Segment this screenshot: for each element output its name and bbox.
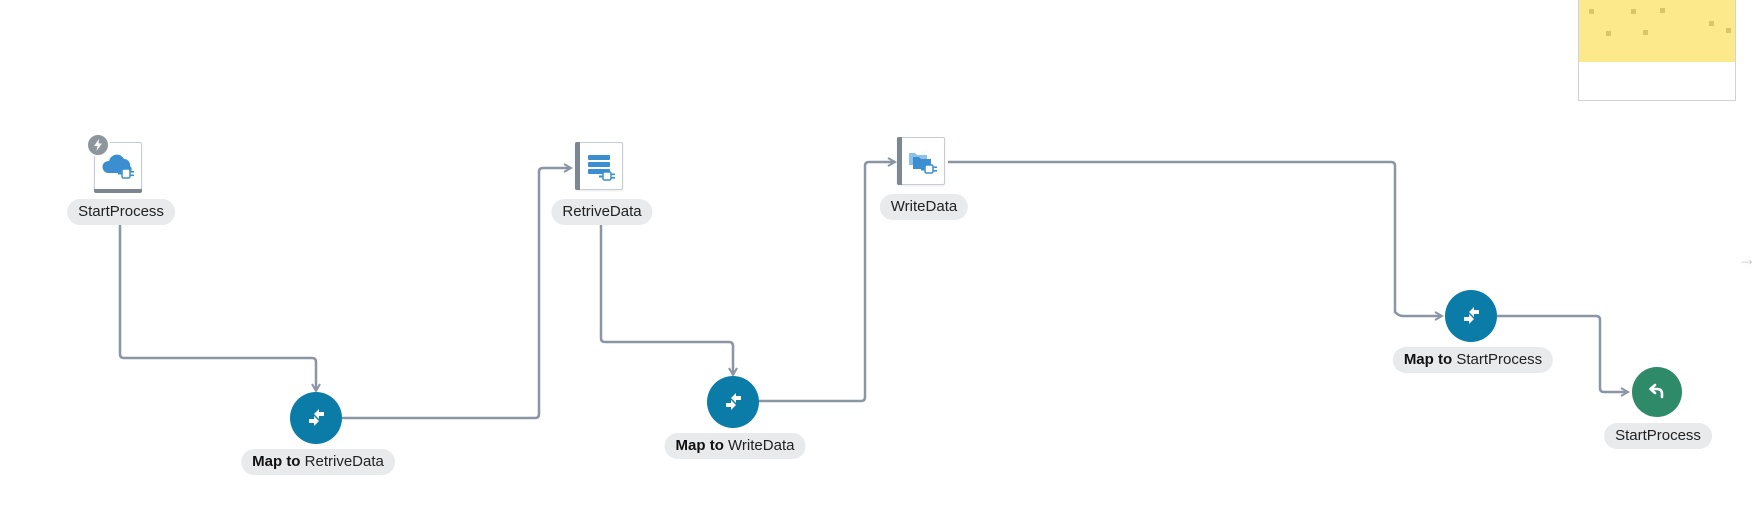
minimap-node-dot [1643, 30, 1648, 35]
write-data-label: WriteData [879, 194, 969, 220]
minimap-node-dot [1606, 31, 1611, 36]
map-to-retrivedata-node[interactable] [290, 392, 342, 444]
minimap-node-dot [1660, 8, 1665, 13]
map-to-writedata-node[interactable] [707, 376, 759, 428]
return-startprocess-label-text: StartProcess [1615, 427, 1701, 444]
return-startprocess-node[interactable] [1632, 367, 1682, 417]
arrow-right-icon[interactable]: → [1738, 249, 1756, 269]
start-process-label-text: StartProcess [78, 203, 164, 220]
trigger-badge [86, 133, 110, 157]
minimap-node-dot [1709, 21, 1714, 26]
mapper-arrows-icon [309, 409, 324, 426]
mapper-arrows-icon [726, 393, 741, 410]
map-label-target: WriteData [728, 437, 795, 454]
retrive-data-label-text: RetriveData [562, 203, 642, 220]
lightning-trigger-icon [94, 139, 102, 151]
write-data-node[interactable] [897, 137, 945, 185]
cloud-plug-icon [102, 154, 134, 179]
start-process-label: StartProcess [67, 199, 175, 225]
map-to-retrivedata-label: Map to RetriveData [241, 449, 395, 475]
minimap-node-dot [1631, 9, 1636, 14]
return-startprocess-label: StartProcess [1604, 423, 1712, 449]
minimap-node-dot [1589, 9, 1594, 14]
retrive-data-label: RetriveData [551, 199, 653, 225]
minimap-viewport[interactable] [1579, 0, 1735, 62]
connector-write-to-map-start [948, 160, 1442, 316]
map-to-startprocess-node[interactable] [1445, 290, 1497, 342]
connector-start-to-map-retrieve [118, 225, 316, 391]
adapter-side-bar [897, 137, 902, 185]
map-label-bold: Map to [252, 453, 301, 470]
return-arrow-icon [1649, 383, 1664, 399]
map-label-bold: Map to [1403, 351, 1453, 368]
minimap-node-dot [1726, 28, 1731, 33]
adapter-base-bar [94, 189, 142, 193]
connector-map-write-to-write [759, 162, 895, 403]
mapper-arrows-icon [1464, 307, 1479, 324]
write-data-label-text: WriteData [890, 198, 958, 215]
connector-map-retrieve-to-retrieve [342, 168, 571, 420]
map-to-writedata-label: Map to WriteData [664, 433, 806, 459]
map-to-startprocess-label: Map to StartProcess [1392, 347, 1554, 373]
map-label-target: RetriveData [304, 453, 384, 470]
folders-plug-icon [909, 153, 937, 174]
database-plug-icon [588, 155, 615, 181]
map-label-target: StartProcess [1456, 351, 1543, 368]
connector-retrieve-to-map-write [599, 225, 733, 375]
map-label-bold: Map to [675, 437, 724, 454]
canvas-minimap[interactable] [1578, 0, 1736, 101]
retrive-data-node[interactable] [575, 142, 623, 190]
adapter-side-bar [575, 142, 580, 190]
